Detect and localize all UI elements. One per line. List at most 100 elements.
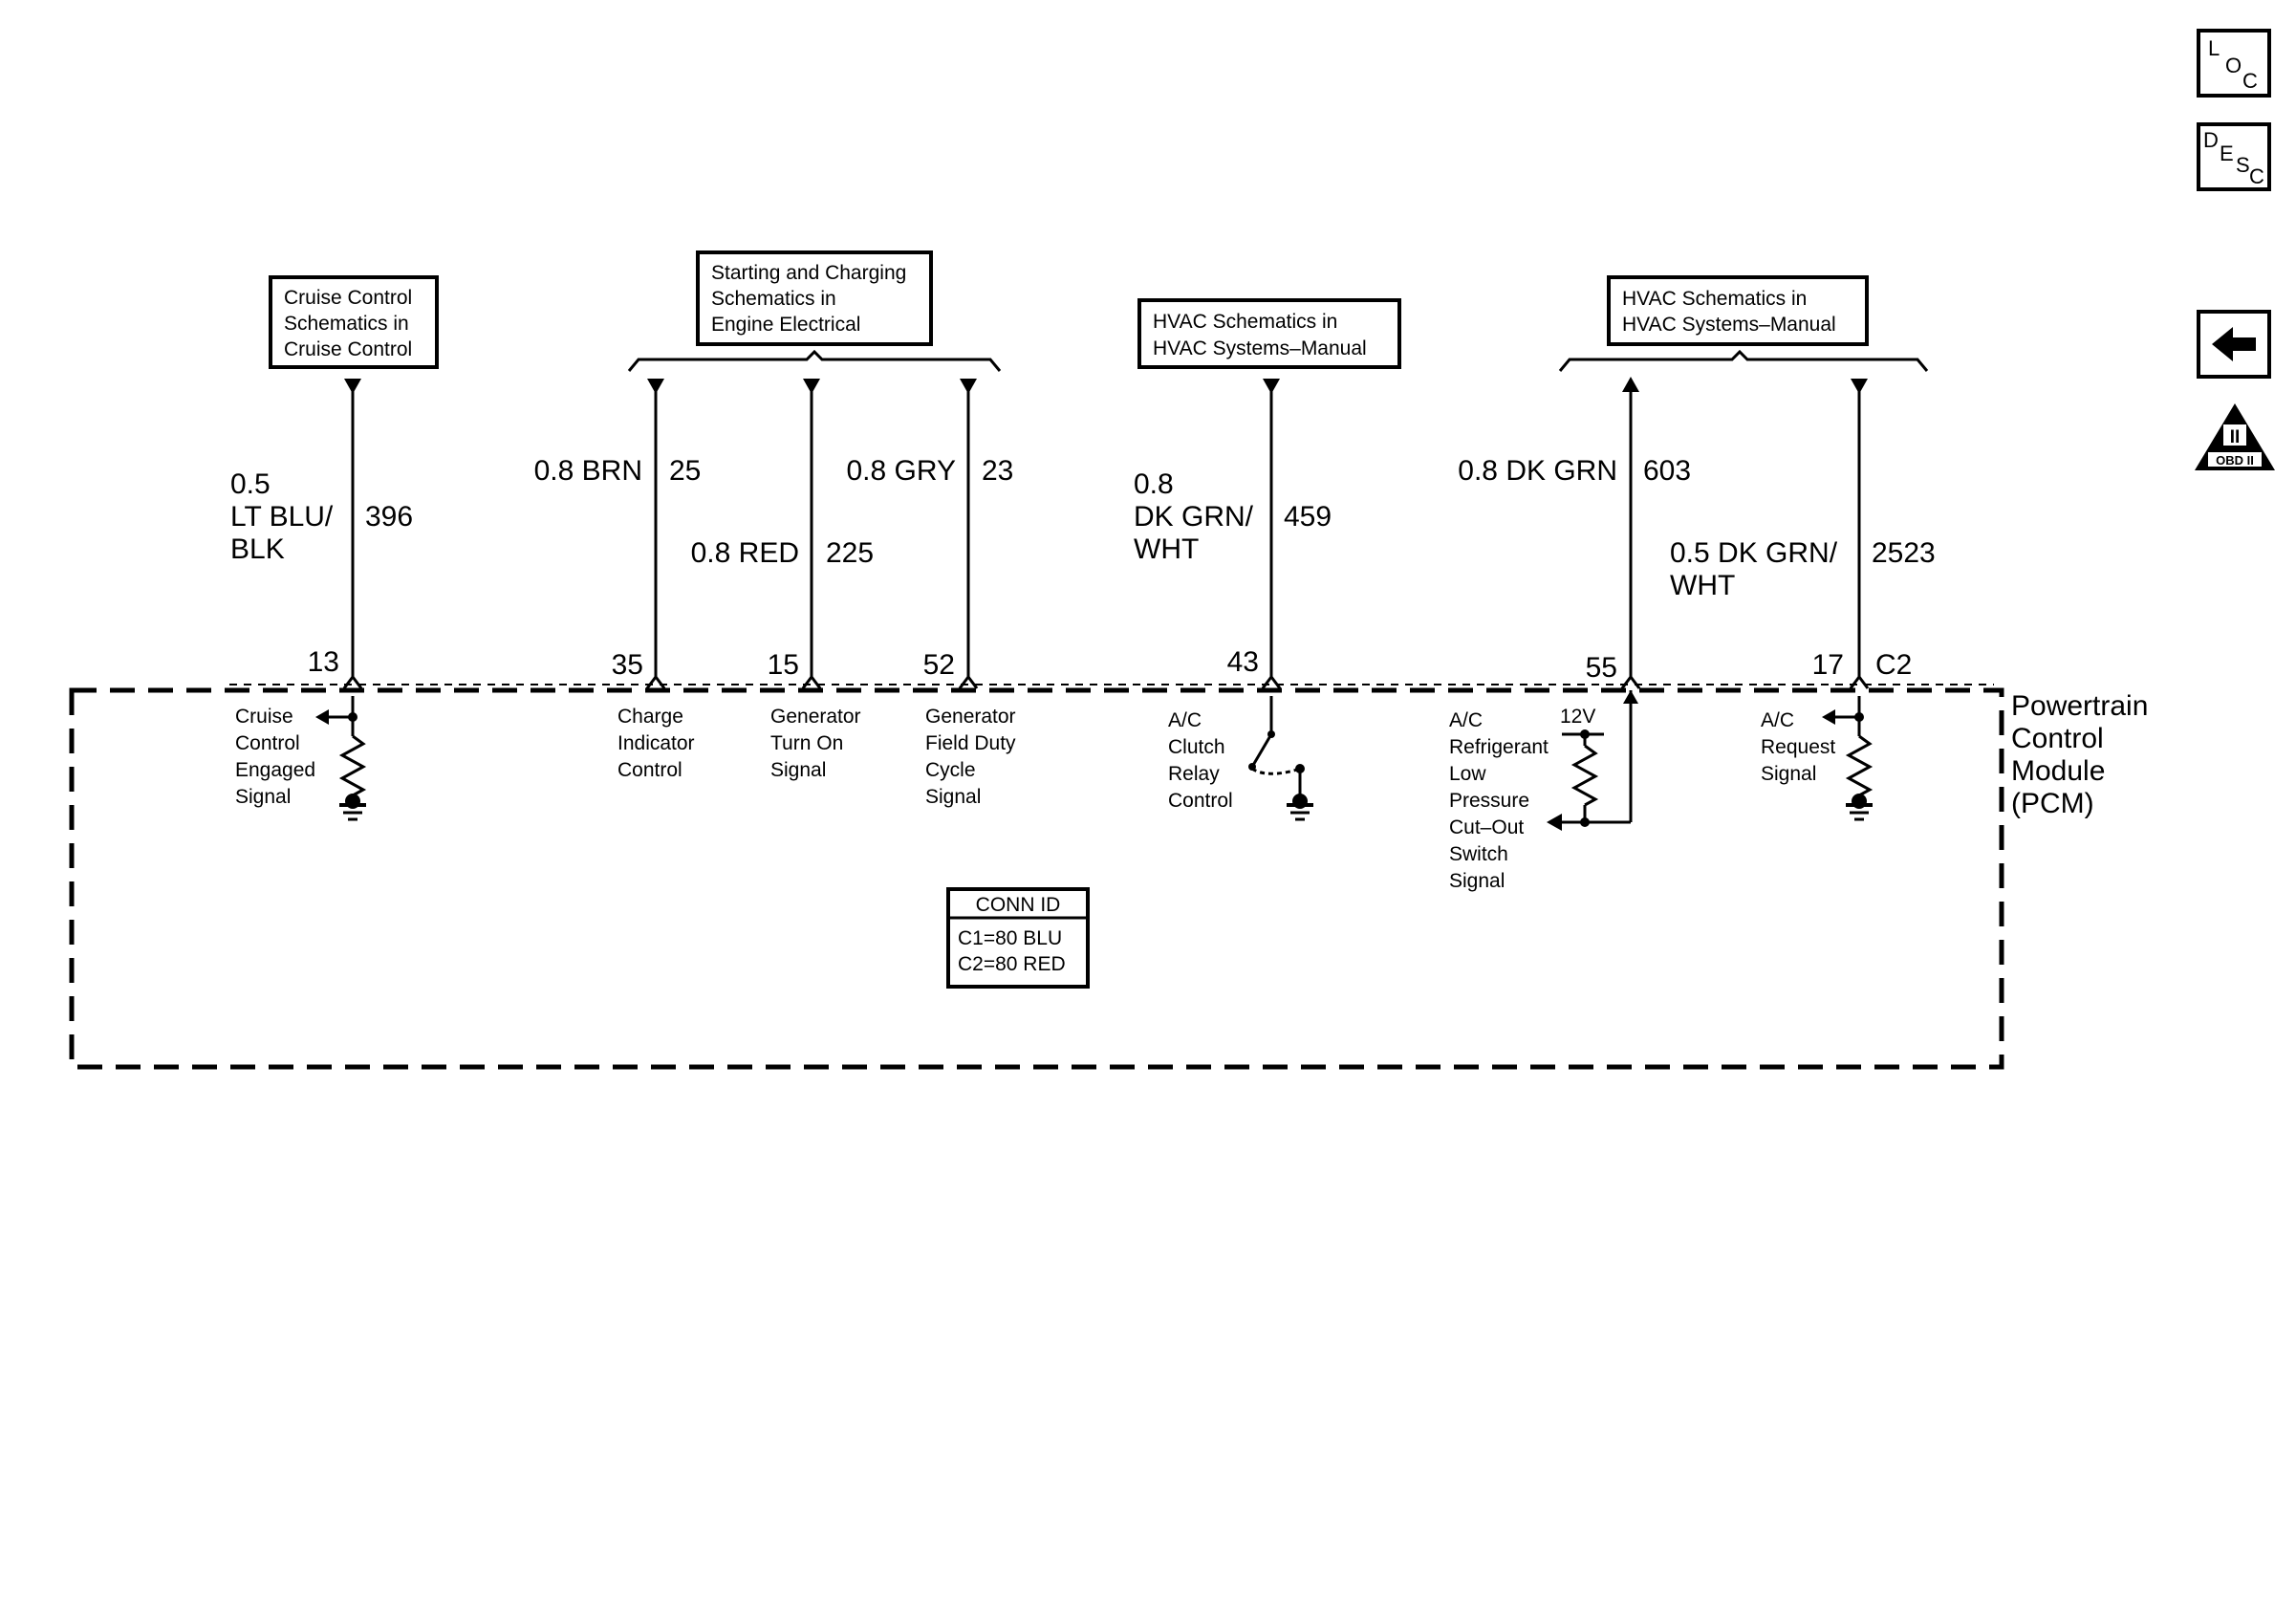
desc-button[interactable]: D E S C bbox=[2197, 122, 2271, 191]
module-name-line: Powertrain bbox=[2011, 690, 2148, 722]
wire-label-23: 0.8 GRY 23 bbox=[846, 455, 1013, 487]
desc-letter-e: E bbox=[2220, 141, 2234, 165]
ac-pressure-markers bbox=[1547, 690, 1638, 831]
circuit-number: 225 bbox=[826, 537, 874, 569]
back-arrow-icon bbox=[2212, 327, 2256, 361]
signal-line: Relay bbox=[1168, 763, 1220, 785]
signal-line: Cruise bbox=[235, 706, 293, 728]
module-name: Powertrain Control Module (PCM) bbox=[2011, 690, 2148, 819]
ref-line: HVAC Schematics in bbox=[1622, 288, 1807, 310]
signal-line: A/C bbox=[1761, 709, 1794, 731]
arrow-left-icon bbox=[315, 709, 329, 725]
bracket-charging bbox=[627, 349, 1002, 372]
voltage-label: 12V bbox=[1560, 706, 1595, 728]
circuit-number: 603 bbox=[1643, 455, 1691, 487]
arrow-left-icon bbox=[1547, 814, 1562, 831]
arrow-down-icon bbox=[1263, 379, 1280, 394]
obd-ii-button[interactable]: II OBD II bbox=[2195, 403, 2275, 470]
circuit-number: 459 bbox=[1284, 501, 1332, 533]
module-name-line: (PCM) bbox=[2011, 788, 2094, 819]
ref-line: Cruise Control bbox=[284, 338, 412, 360]
signal-line: Generator bbox=[925, 706, 1016, 728]
loc-button[interactable]: L O C bbox=[2197, 29, 2271, 98]
arrow-down-icon bbox=[803, 379, 820, 394]
ref-line: Schematics in bbox=[284, 313, 409, 335]
wire-color: 0.8 DK GRN bbox=[1458, 455, 1617, 487]
circuit-number: 25 bbox=[669, 455, 701, 487]
ref-line: HVAC Systems–Manual bbox=[1153, 337, 1367, 359]
loc-letter-l: L bbox=[2208, 36, 2220, 60]
signal-line: A/C bbox=[1449, 709, 1483, 731]
back-button[interactable] bbox=[2197, 310, 2271, 379]
wire-color: LT BLU/ bbox=[230, 501, 334, 533]
bracket-hvac bbox=[1558, 349, 1929, 372]
signal-label-charge: Charge Indicator Control bbox=[617, 706, 695, 781]
pin-number: 43 bbox=[1227, 646, 1259, 678]
signal-line: Indicator bbox=[617, 732, 695, 754]
conn-id-box: CONN ID C1=80 BLU C2=80 RED bbox=[946, 887, 1090, 989]
signal-line: Cycle bbox=[925, 759, 976, 781]
pin-number: 35 bbox=[612, 649, 643, 681]
wires bbox=[351, 381, 1861, 677]
signal-line: Request bbox=[1761, 736, 1835, 758]
wire-color: WHT bbox=[1670, 570, 1735, 601]
desc-letter-c: C bbox=[2249, 164, 2264, 188]
signal-line: Signal bbox=[1449, 870, 1505, 892]
signal-line: Control bbox=[617, 759, 682, 781]
desc-letter-d: D bbox=[2203, 128, 2219, 152]
signal-line: Signal bbox=[235, 786, 291, 808]
wire-label-396: 0.5 LT BLU/ BLK 396 bbox=[230, 468, 413, 565]
pcm-module-border bbox=[69, 687, 2004, 1070]
obd-numeral: II bbox=[2230, 427, 2241, 447]
cruise-markers bbox=[315, 709, 360, 809]
pin-number: 13 bbox=[308, 646, 339, 678]
ref-hvac-1[interactable]: HVAC Schematics in HVAC Systems–Manual bbox=[1137, 298, 1401, 369]
signal-label-gen-field: Generator Field Duty Cycle Signal bbox=[925, 706, 1016, 808]
wire-label-459: 0.8 DK GRN/ WHT 459 bbox=[1134, 468, 1332, 565]
signal-line: Switch bbox=[1449, 843, 1508, 865]
circuit-number: 23 bbox=[982, 455, 1013, 487]
signal-line: Control bbox=[1168, 790, 1233, 812]
wire-label-225: 0.8 RED 225 bbox=[691, 537, 874, 569]
signal-label-ac-pressure: A/C Refrigerant Low Pressure Cut–Out Swi… bbox=[1449, 709, 1549, 892]
arrow-down-icon bbox=[647, 379, 664, 394]
ref-line: Starting and Charging bbox=[711, 262, 906, 284]
wire-label-2523: 0.5 DK GRN/ WHT 2523 bbox=[1670, 537, 1936, 601]
signal-line: Turn On bbox=[770, 732, 843, 754]
signal-line: Refrigerant bbox=[1449, 736, 1549, 758]
wire-color: 0.8 BRN bbox=[534, 455, 642, 487]
wire-color: 0.8 bbox=[1134, 468, 1174, 500]
arrow-down-icon bbox=[344, 379, 361, 394]
signal-line: Generator bbox=[770, 706, 861, 728]
obd-label: OBD II bbox=[2216, 453, 2254, 468]
arrow-up-icon bbox=[1623, 690, 1638, 704]
ref-cruise-control[interactable]: Cruise Control Schematics in Cruise Cont… bbox=[269, 275, 439, 369]
terminal-chevrons bbox=[342, 674, 1870, 689]
signal-label-ac-clutch: A/C Clutch Relay Control bbox=[1168, 709, 1233, 812]
module-name-line: Module bbox=[2011, 755, 2105, 787]
ref-starting-charging[interactable]: Starting and Charging Schematics in Engi… bbox=[696, 250, 933, 346]
signal-line: Cut–Out bbox=[1449, 816, 1524, 838]
pin-number: 17 bbox=[1812, 649, 1844, 681]
pin-number: 55 bbox=[1586, 652, 1617, 684]
ref-hvac-2[interactable]: HVAC Schematics in HVAC Systems–Manual bbox=[1607, 275, 1869, 346]
conn-id-row: C2=80 RED bbox=[958, 953, 1066, 975]
pin-numbers: 13 35 15 52 43 55 17 C2 bbox=[308, 646, 1913, 684]
arrow-up-icon bbox=[1622, 377, 1639, 392]
wire-color: WHT bbox=[1134, 533, 1199, 565]
wire-color: DK GRN/ bbox=[1134, 501, 1254, 533]
signal-line: Engaged bbox=[235, 759, 315, 781]
arrow-left-icon bbox=[1822, 709, 1835, 725]
ac-clutch-markers bbox=[1248, 730, 1308, 809]
loc-letter-o: O bbox=[2225, 54, 2242, 77]
signal-line: Field Duty bbox=[925, 732, 1016, 754]
ref-line: Schematics in bbox=[711, 288, 836, 310]
module-name-line: Control bbox=[2011, 723, 2104, 754]
wire-color: 0.8 GRY bbox=[846, 455, 956, 487]
wire-color: 0.5 DK GRN/ bbox=[1670, 537, 1838, 569]
wire-label-25: 0.8 BRN 25 bbox=[534, 455, 702, 487]
ref-line: Cruise Control bbox=[284, 287, 412, 309]
arrow-down-icon bbox=[1851, 379, 1868, 394]
wire-arrows bbox=[344, 377, 1868, 394]
